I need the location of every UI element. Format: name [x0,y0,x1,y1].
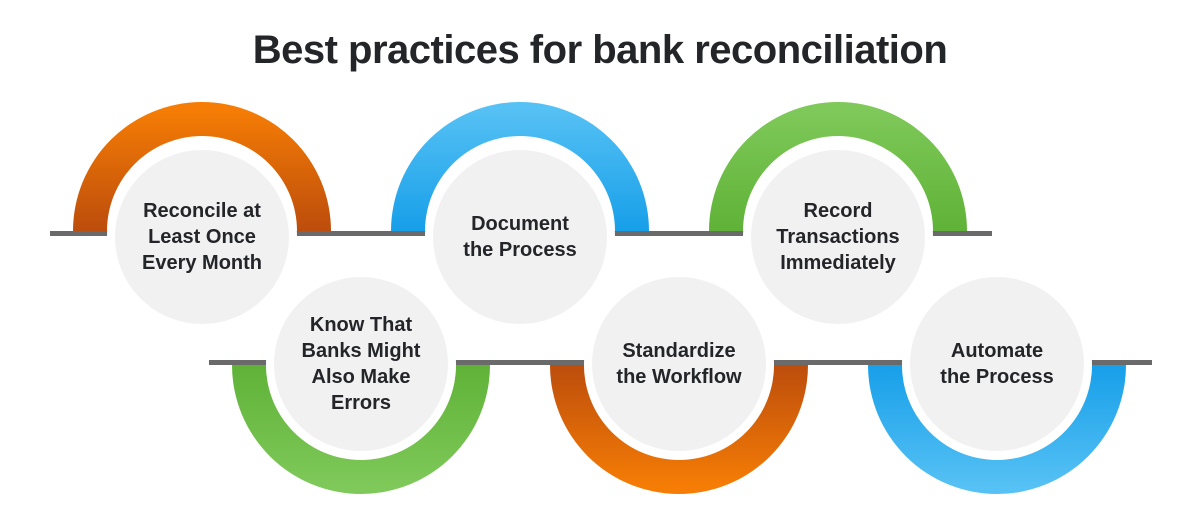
step-circle: Reconcile at Least Once Every Month [115,150,289,324]
step-label: Standardize the Workflow [616,340,742,388]
step-label: Document the Process [463,213,577,261]
step-circle: Document the Process [433,150,607,324]
step-circle: Automate the Process [910,277,1084,451]
step-label: Know That Banks Might Also Make Errors [301,314,421,414]
step-circle: Know That Banks Might Also Make Errors [274,277,448,451]
step-circle: Standardize the Workflow [592,277,766,451]
step-label: Automate the Process [940,340,1054,388]
step-label: Record Transactions Immediately [776,200,900,274]
step-circle: Record Transactions Immediately [751,150,925,324]
page-title: Best practices for bank reconciliation [252,28,948,72]
step-label: Reconcile at Least Once Every Month [141,200,263,274]
